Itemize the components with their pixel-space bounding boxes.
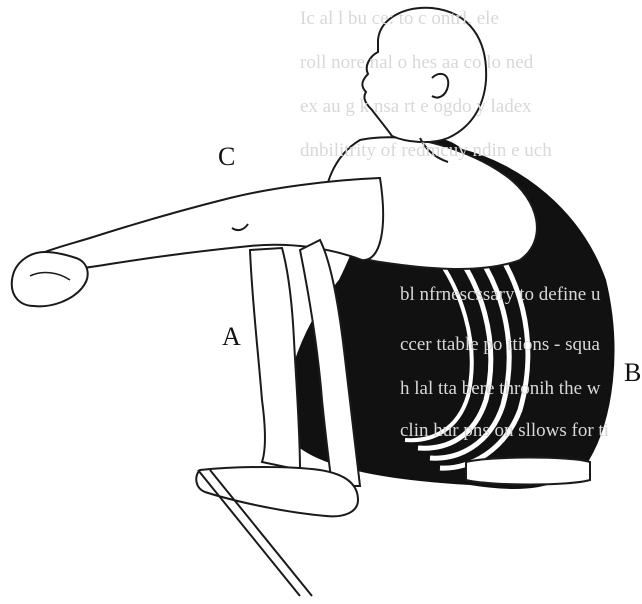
bleed-through-text: dnbilitrity of redmcuy ndin e uch bbox=[300, 140, 552, 162]
foot bbox=[196, 467, 358, 516]
bleed-through-text: h lal tta bere thronih the w bbox=[400, 378, 601, 400]
bleed-through-text: bl nfrnescssary to define u bbox=[400, 284, 601, 306]
fist bbox=[12, 252, 88, 306]
bleed-through-text: ccer ttable po ttions - squa bbox=[400, 334, 600, 356]
bleed-through-text: roll nore nal o hes aa co lo ned bbox=[300, 52, 533, 74]
label-b: B bbox=[624, 358, 641, 388]
bleed-through-text: ex au g k nsa rt e ogdo y ladex bbox=[300, 96, 532, 118]
arm bbox=[40, 178, 383, 271]
label-c: C bbox=[218, 142, 235, 172]
bleed-through-text: clin hur pns on sllows for ti bbox=[400, 420, 609, 442]
label-a: A bbox=[222, 322, 241, 352]
bleed-through-text: Ic al l bu ce: to c ontrl. ele bbox=[300, 8, 499, 30]
shin bbox=[250, 248, 300, 470]
seat-pad bbox=[466, 458, 590, 485]
